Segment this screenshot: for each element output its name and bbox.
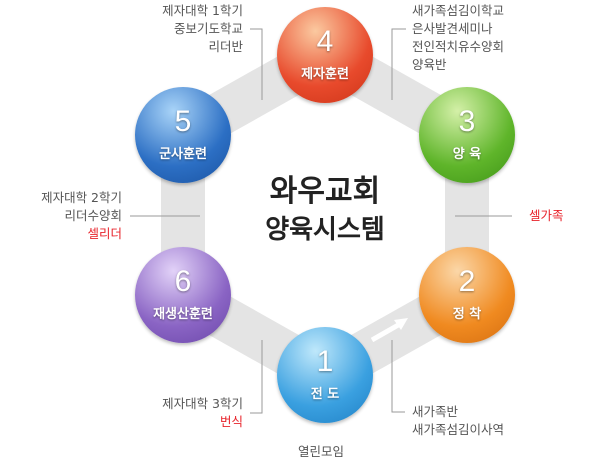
stage-label: 재생산훈련 <box>153 307 213 322</box>
stage-number: 4 <box>316 25 334 58</box>
note-line: 제자대학 3학기 <box>162 396 243 411</box>
title-line2: 양육시스템 <box>265 215 385 245</box>
note-highlight: 번식 <box>219 414 243 429</box>
stage-label: 전 도 <box>310 387 340 402</box>
stage-label: 정 착 <box>452 307 482 322</box>
stage2-note: 새가족반 새가족섬김이사역 <box>412 403 504 439</box>
stage4-left-note: 제자대학 1학기 중보기도학교 리더반 <box>162 2 243 56</box>
note-line: 제자대학 2학기 <box>41 190 122 205</box>
stage3-note: 셀가족 <box>529 207 564 225</box>
stage-number: 2 <box>458 265 476 298</box>
note-line: 리더반 <box>208 39 243 54</box>
note-line: 리더수양회 <box>64 208 122 223</box>
note-highlight: 셀가족 <box>529 208 564 223</box>
connector-lines <box>130 28 512 414</box>
note-line: 열린모임 <box>298 444 345 459</box>
note-line: 양육반 <box>412 57 447 72</box>
note-line: 제자대학 1학기 <box>162 3 243 18</box>
note-line: 새가족섬김이학교 <box>412 3 505 18</box>
note-line: 새가족섬김이사역 <box>412 422 505 437</box>
stage-1-circle: 1 전 도 <box>277 327 373 423</box>
note-line: 중보기도학교 <box>173 21 243 36</box>
stage-label: 군사훈련 <box>159 147 207 162</box>
stage-3-circle: 3 양 육 <box>419 87 515 183</box>
stage-6-circle: 6 재생산훈련 <box>135 247 231 343</box>
center-title: 와우교회 양육시스템 <box>235 172 415 248</box>
stage6-note: 제자대학 3학기 번식 <box>162 395 243 431</box>
stage-number: 3 <box>458 105 476 138</box>
stage-4-circle: 4 제자훈련 <box>277 7 373 103</box>
stage1-note: 열린모임 <box>298 443 344 461</box>
arrow-icon <box>370 318 408 343</box>
stage-number: 1 <box>316 345 334 378</box>
note-line: 은사발견세미나 <box>412 21 493 36</box>
stage-number: 6 <box>174 265 192 298</box>
note-line: 새가족반 <box>412 404 459 419</box>
stage-number: 5 <box>174 105 192 138</box>
stage5-note: 제자대학 2학기 리더수양회 셀리더 <box>41 189 122 243</box>
stage-5-circle: 5 군사훈련 <box>135 87 231 183</box>
title-line1: 와우교회 <box>269 174 381 209</box>
note-highlight: 셀리더 <box>87 226 122 241</box>
stage4-right-note: 새가족섬김이학교 은사발견세미나 전인적치유수양회 양육반 <box>412 2 504 74</box>
stage-label: 제자훈련 <box>301 67 349 82</box>
note-line: 전인적치유수양회 <box>412 39 505 54</box>
stage-label: 양 육 <box>452 147 482 162</box>
stage-2-circle: 2 정 착 <box>419 247 515 343</box>
